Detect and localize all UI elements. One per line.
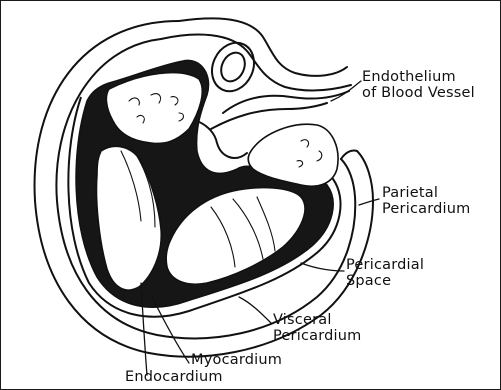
label-visceral-line2: Pericardium <box>273 328 361 344</box>
label-pericardial-space: Pericardial Space <box>346 257 424 289</box>
label-visceral-pericardium: Visceral Pericardium <box>273 312 361 344</box>
vessel-wall-a <box>179 18 347 75</box>
label-endothelium-line1: Endothelium <box>362 69 475 85</box>
label-parietal-line2: Pericardium <box>382 201 470 217</box>
vessel-ring-inner <box>217 49 250 85</box>
label-endocardium: Endocardium <box>125 369 223 385</box>
vessel-ring-outer <box>204 36 261 98</box>
leader-space <box>301 263 344 271</box>
label-endothelium-line2: of Blood Vessel <box>362 85 475 101</box>
label-parietal-line1: Parietal <box>382 185 470 201</box>
leader-parietal <box>359 199 379 205</box>
label-endocardium-text: Endocardium <box>125 369 223 385</box>
label-endothelium-of-blood-vessel: Endothelium of Blood Vessel <box>362 69 475 101</box>
label-myocardium: Myocardium <box>191 352 282 368</box>
leader-endothelium <box>331 81 361 101</box>
label-parietal-pericardium: Parietal Pericardium <box>382 185 470 217</box>
leader-visceral <box>239 297 271 323</box>
parietal-pericardium-end <box>341 150 357 159</box>
label-space-line2: Space <box>346 273 424 289</box>
label-myocardium-text: Myocardium <box>191 352 282 368</box>
label-visceral-line1: Visceral <box>273 312 361 328</box>
vessel-junction <box>197 121 247 158</box>
label-space-line1: Pericardial <box>346 257 424 273</box>
